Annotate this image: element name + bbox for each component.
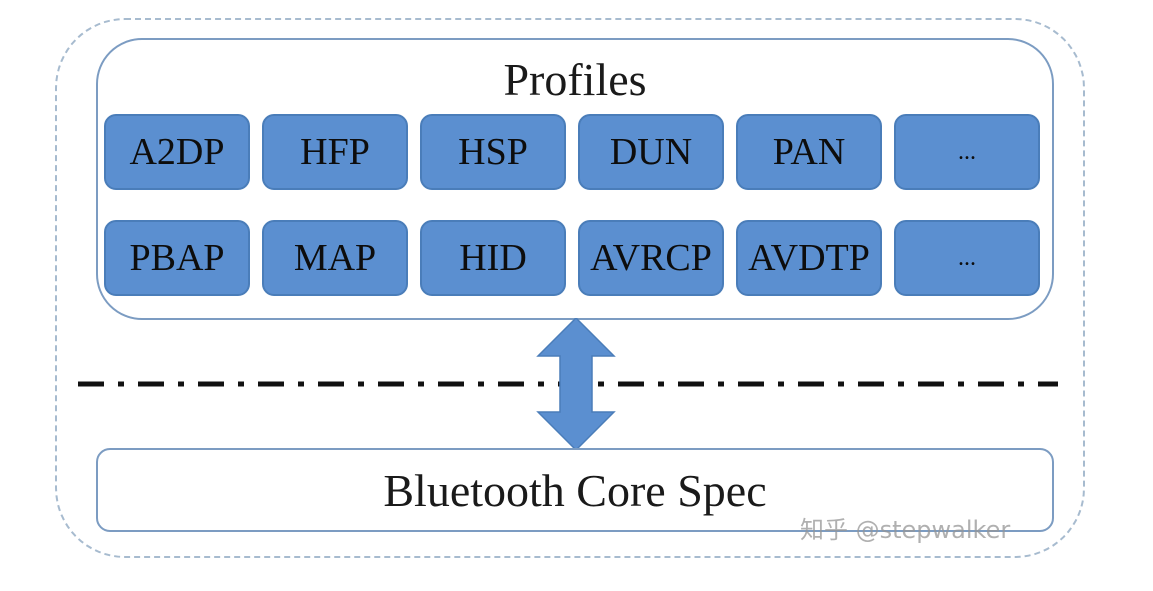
profile-cell-map: MAP: [262, 220, 408, 296]
profile-cell-more-2: ...: [894, 220, 1040, 296]
profile-cell-dun: DUN: [578, 114, 724, 190]
profile-cell-avdtp: AVDTP: [736, 220, 882, 296]
profile-cell-hsp: HSP: [420, 114, 566, 190]
profile-cell-pbap: PBAP: [104, 220, 250, 296]
profile-cell-pan: PAN: [736, 114, 882, 190]
core-spec-label: Bluetooth Core Spec: [383, 464, 767, 516]
profile-cell-avrcp: AVRCP: [578, 220, 724, 296]
outer-dashed-frame: [55, 18, 1085, 558]
profile-cell-a2dp: A2DP: [104, 114, 250, 190]
profile-cell-more-1: ...: [894, 114, 1040, 190]
profile-cell-hfp: HFP: [262, 114, 408, 190]
core-spec-box: [96, 448, 1054, 532]
watermark: 知乎 @stepwalker: [800, 516, 1011, 544]
profile-cell-hid: HID: [420, 220, 566, 296]
bidirectional-arrow-icon: [536, 318, 616, 450]
profiles-title: Profiles: [503, 54, 647, 105]
